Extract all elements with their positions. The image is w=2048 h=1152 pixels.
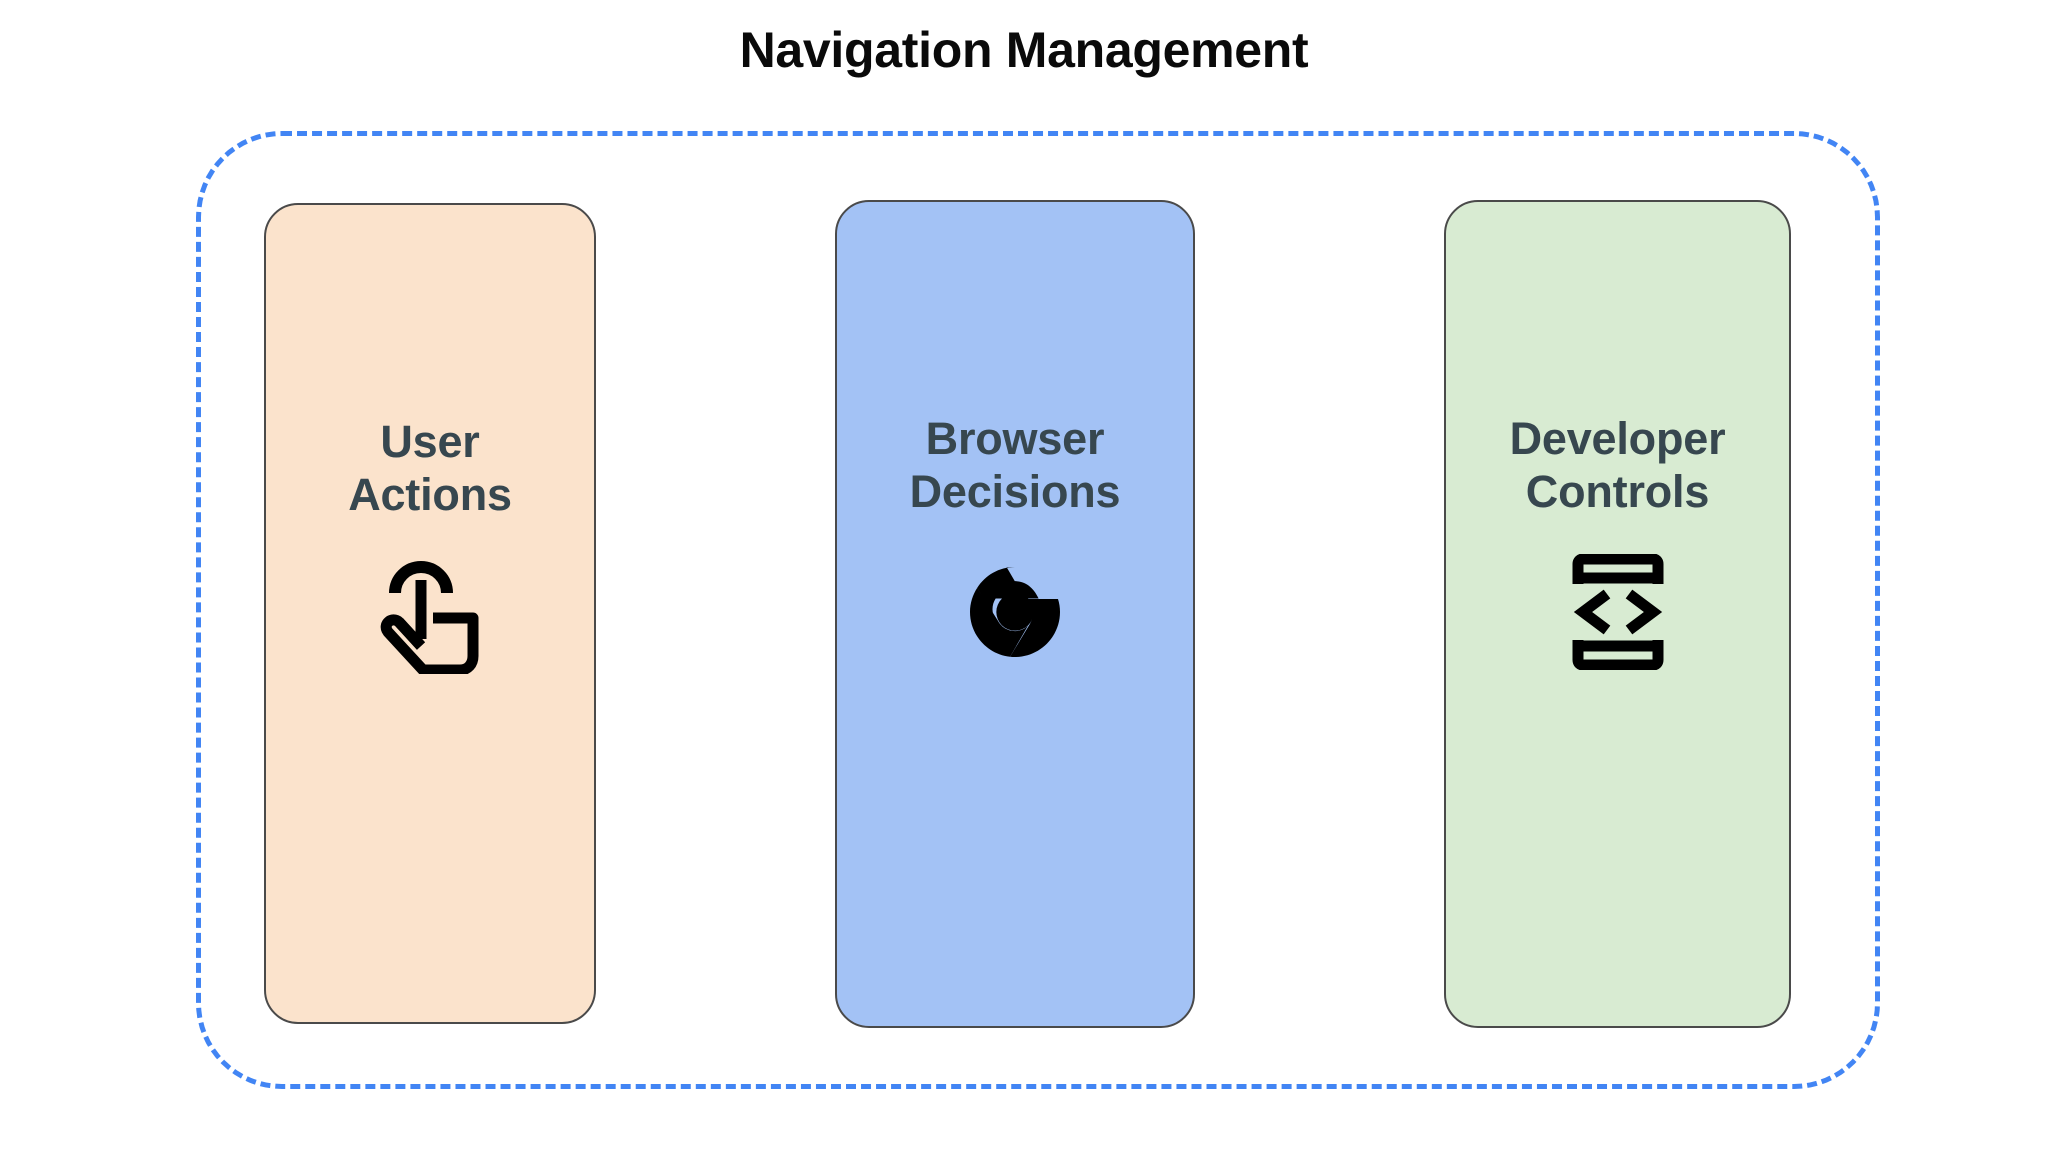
navigation-management-group-boundary — [196, 131, 1880, 1089]
card-developer-controls-label: Developer Controls — [1509, 413, 1726, 518]
card-user-actions-label: User Actions — [348, 416, 512, 521]
developer-mode-code-icon — [1558, 552, 1678, 672]
card-browser-decisions-label: Browser Decisions — [909, 413, 1121, 518]
card-developer-controls[interactable]: Developer Controls — [1444, 200, 1791, 1028]
card-browser-decisions[interactable]: Browser Decisions — [835, 200, 1195, 1028]
chrome-browser-icon — [955, 552, 1075, 672]
tap-gesture-icon — [370, 555, 490, 675]
card-user-actions[interactable]: User Actions — [264, 203, 596, 1024]
page-title: Navigation Management — [739, 22, 1309, 78]
